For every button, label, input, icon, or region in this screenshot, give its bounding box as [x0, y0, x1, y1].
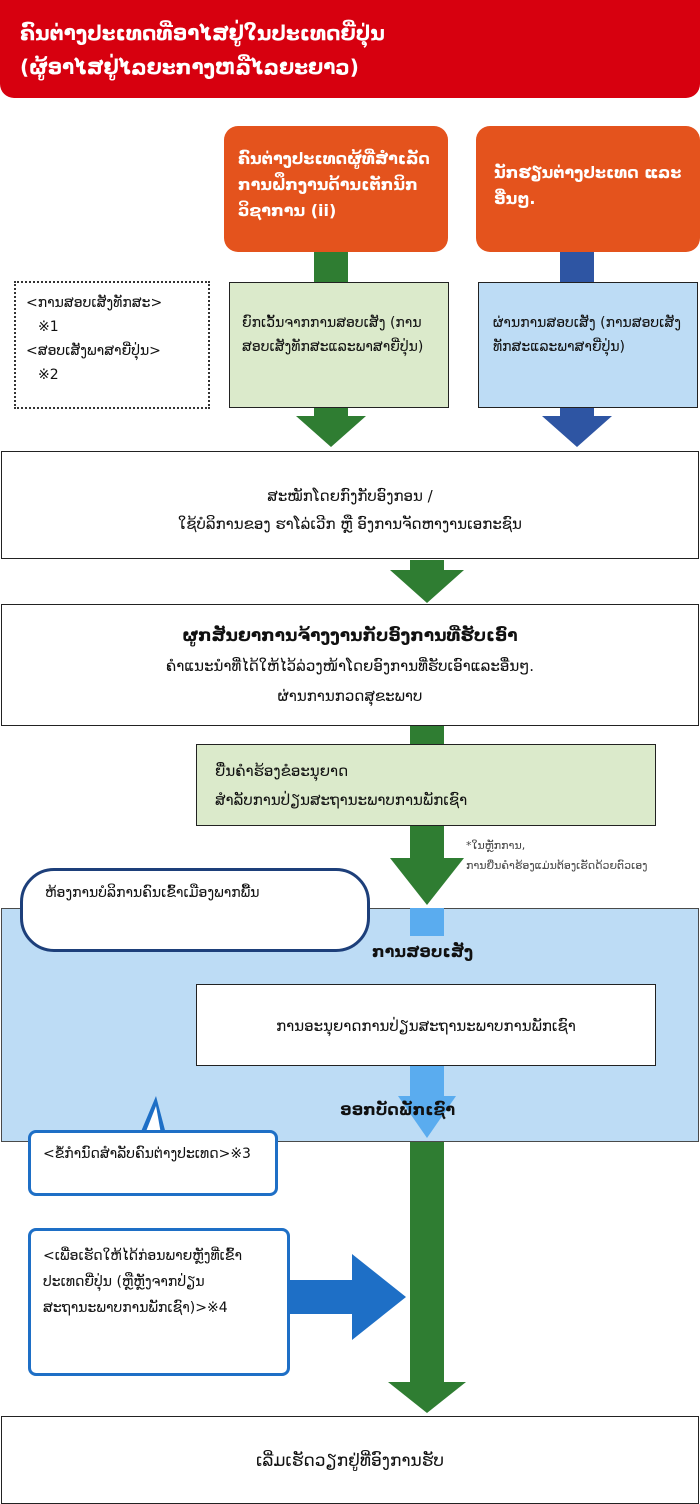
arrow-shaft-contract-apply — [410, 726, 444, 746]
apply-note: *ໃນຫຼັກການ, ການຍື່ນຄຳຮ້ອງແມ່ນຕ້ອງເຮັດດ້ວ… — [466, 839, 648, 872]
residence-card-label: ອອກບັດພັກເຊົາ — [340, 1100, 456, 1119]
exam-label: ການສອບເສັງ — [372, 942, 474, 961]
foreigner-rules-note: <ຂໍ້ກຳນົດສຳລັບຄົນຕ່າງປະເທດ>※3 — [28, 1130, 278, 1196]
page-header: ຄົນຕ່າງປະເທດທີ່ອາໄສຢູ່ໃນປະເທດຍີ່ປຸ່ນ (ຜູ… — [0, 0, 700, 98]
foreign-technical-intern-box: ຄົນຕ່າງປະເທດຜູ້ທີ່ສຳເລັດການຝຶກງານດ້ານເຕັ… — [224, 126, 448, 252]
light-arrow-shaft-2 — [410, 1066, 444, 1096]
arrow-shaft-long — [410, 1142, 444, 1382]
exam-references-note: <ການສອບເສັງທັກສະ> ※1 <ສອບເສັງພາສາຍີ່ປຸ່ນ… — [14, 281, 210, 409]
arrow-head-into-immigration — [390, 858, 464, 905]
light-arrow-shaft-1 — [410, 908, 444, 936]
permit-box: ການອະນຸຍາດການປ່ຽນສະຖານະພາບການພັກເຊົາ — [196, 984, 656, 1066]
recruitment-box: ສະໝັກໂດຍກົງກັບອົງກອນ / ໃຊ້ບໍລິການຂອງ ຮາໂ… — [1, 451, 699, 559]
light-arrow-head — [398, 1096, 456, 1138]
exam-pass-box: ຜ່ານການສອບເສັງ (ການສອບເສັງທັກສະແລະພາສາຍີ… — [478, 282, 698, 408]
right-arrow-icon — [290, 1254, 406, 1340]
header-line2: (ຜູ້ອາໄສຢູ່ໄລຍະກາງຫລືໄລຍະຍາວ) — [20, 55, 359, 79]
apply-permission-box: ຍື່ນຄຳຮ້ອງຂໍອະນຸຍາດ ສຳລັບການປ່ຽນສະຖານະພາ… — [196, 744, 656, 826]
arrow-head-green-1 — [296, 408, 366, 447]
header-line1: ຄົນຕ່າງປະເທດທີ່ອາໄສຢູ່ໃນປະເທດຍີ່ປຸ່ນ — [20, 21, 385, 45]
arrow-head-start-work — [388, 1382, 466, 1413]
employment-contract-box: ຜູກສັນຍາການຈ້າງງານກັບອົງການທີ່ຮັບເອົາ ຄຳ… — [1, 604, 699, 726]
immigration-bureau-pill: ຫ້ອງການບໍລິການຄົນເຂົ້າເມືອງພາກພື້ນ — [20, 868, 370, 952]
before-entry-note: <ເພື່ອເຮັດໃຫ້ໄດ້ກ່ອນພາຍຫຼັງທີ່ເຂົ້າປະເທດ… — [28, 1228, 290, 1376]
arrow-shaft-top-left — [314, 252, 348, 282]
start-work-box: ເລີ່ມເຮັດວຽກຢູ່ທີ່ອົງການຮັບ — [1, 1416, 699, 1504]
arrow-head-blue-1 — [542, 408, 612, 447]
exam-exempt-box: ຍົກເວັ້ນຈາກການສອບເສັງ (ການສອບເສັງທັກສະແລ… — [229, 282, 449, 408]
arrow-recruit-to-contract — [390, 560, 464, 603]
arrow-shaft-top-right — [560, 252, 594, 282]
arrow-shaft-apply-down — [410, 826, 444, 858]
foreign-student-box: ນັກຮຽນຕ່າງປະເທດ ແລະ ອື່ນໆ. — [476, 126, 700, 252]
